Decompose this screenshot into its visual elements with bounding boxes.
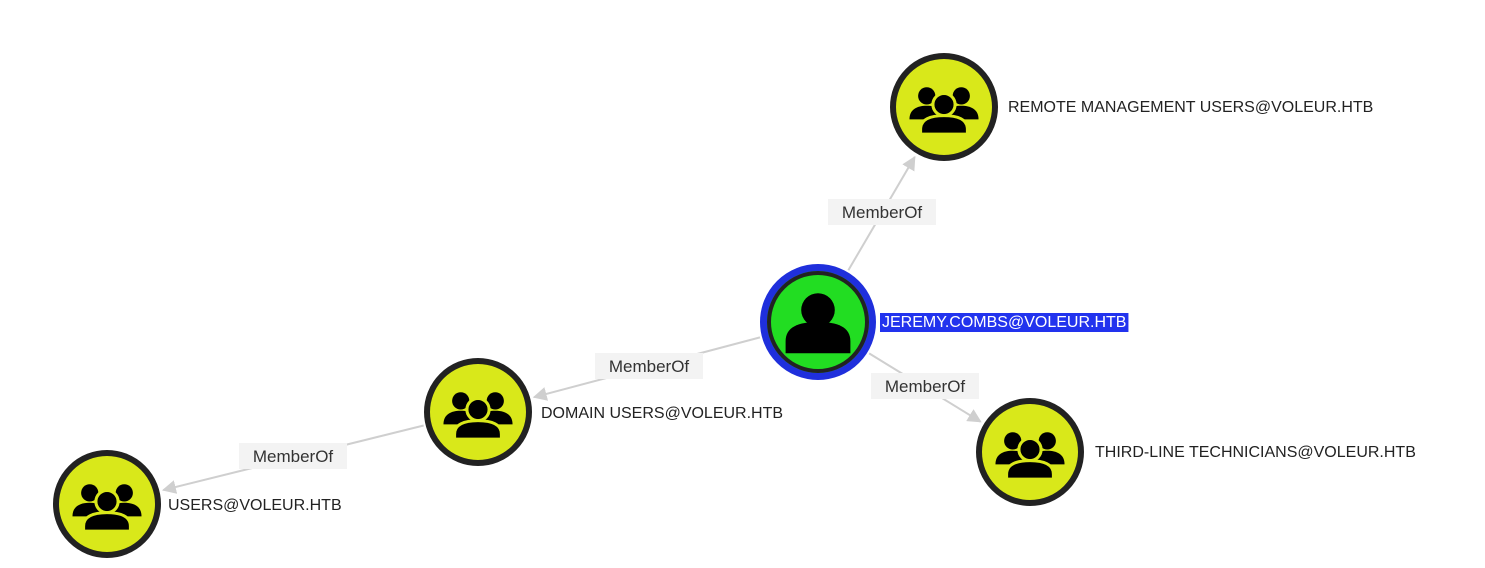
edge-jeremy-remote[interactable]: MemberOf	[828, 155, 936, 271]
node-label[interactable]: THIRD-LINE TECHNICIANS@VOLEUR.HTB	[1095, 444, 1416, 461]
edge-label-background	[595, 353, 703, 379]
edge-jeremy-third[interactable]: MemberOf	[868, 352, 982, 423]
node-label[interactable]: REMOTE MANAGEMENT USERS@VOLEUR.HTB	[1008, 99, 1373, 116]
node-label[interactable]: USERS@VOLEUR.HTB	[168, 497, 342, 514]
node-remote[interactable]: REMOTE MANAGEMENT USERS@VOLEUR.HTB	[890, 53, 1373, 161]
group-icon	[441, 390, 515, 441]
node-domain[interactable]: DOMAIN USERS@VOLEUR.HTB	[424, 358, 783, 466]
edge-jeremy-domain[interactable]: MemberOf	[532, 336, 761, 401]
edge-label-background	[239, 443, 347, 469]
selected-label-background	[880, 313, 1129, 332]
node-jeremy[interactable]: JEREMY.COMBS@VOLEUR.HTB	[760, 264, 1129, 380]
edge-label[interactable]: MemberOf	[885, 377, 966, 396]
group-icon	[70, 482, 144, 533]
edge-label-background	[871, 373, 979, 399]
group-icon	[993, 430, 1067, 481]
node-label[interactable]: DOMAIN USERS@VOLEUR.HTB	[541, 405, 783, 422]
edge-label-background	[828, 199, 936, 225]
edge-domain-users[interactable]: MemberOf	[161, 424, 424, 494]
edge-label[interactable]: MemberOf	[253, 447, 334, 466]
group-icon	[907, 85, 981, 136]
node-third[interactable]: THIRD-LINE TECHNICIANS@VOLEUR.HTB	[976, 398, 1416, 506]
node-users[interactable]: USERS@VOLEUR.HTB	[53, 450, 342, 558]
node-label[interactable]: JEREMY.COMBS@VOLEUR.HTB	[882, 314, 1126, 331]
edge-label[interactable]: MemberOf	[609, 357, 690, 376]
node-inner-ring	[767, 271, 869, 373]
edge-label[interactable]: MemberOf	[842, 203, 923, 222]
